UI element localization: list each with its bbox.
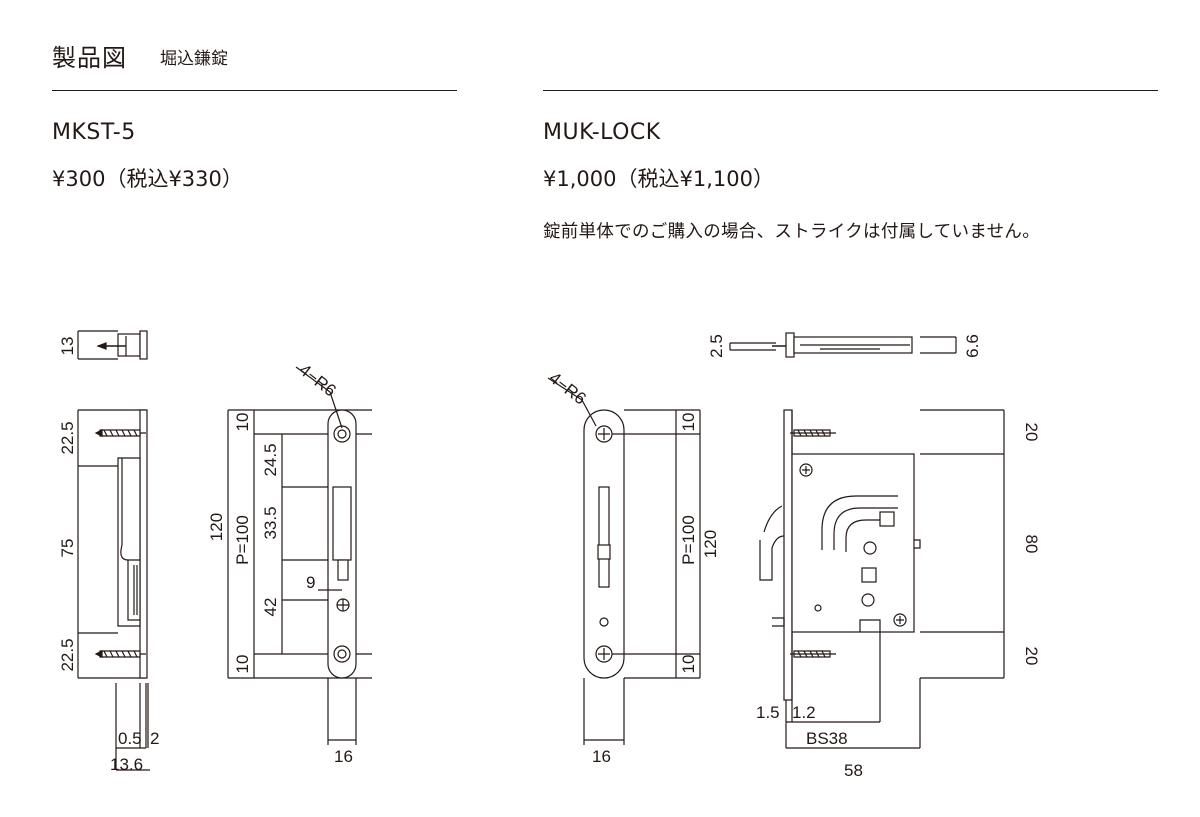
mkst5-front-total: 120 bbox=[207, 513, 226, 541]
muklock-bottom-dim-c: BS38 bbox=[806, 729, 848, 748]
muklock-plate-seg-bottom: 10 bbox=[679, 655, 698, 674]
product-model-mkst5: MKST-5 bbox=[52, 120, 136, 145]
muklock-plate-pitch: P=100 bbox=[679, 515, 698, 565]
mkst5-side-view: 22.5 75 22.5 0.5 2 13.6 bbox=[58, 409, 159, 774]
muklock-body-dim-mid: 80 bbox=[1022, 535, 1041, 554]
mkst5-front-seg-1: 10 bbox=[233, 413, 252, 432]
muklock-bottom-dim-d: 58 bbox=[844, 761, 863, 780]
muklock-top-view: 2.5 6.6 bbox=[707, 332, 982, 358]
mkst5-front-offset: 9 bbox=[306, 573, 315, 592]
muklock-body-dim-top: 20 bbox=[1022, 423, 1041, 442]
product-model-muklock: MUK-LOCK bbox=[543, 120, 661, 145]
mkst5-front-pitch: P=100 bbox=[233, 515, 252, 565]
muklock-plate-seg-top: 10 bbox=[679, 413, 698, 432]
product-price-muklock: ¥1,000（税込¥1,100） bbox=[543, 167, 774, 191]
mkst5-front-seg-5: 10 bbox=[233, 655, 252, 674]
product-price-mkst5: ¥300（税込¥330） bbox=[52, 167, 243, 191]
muklock-body-dim-bottom: 20 bbox=[1022, 647, 1041, 666]
divider-left bbox=[52, 90, 457, 91]
muklock-top-right-dim: 6.6 bbox=[963, 334, 982, 358]
muklock-strike-plate: 4−R6 10 10 P=100 120 16 bbox=[546, 368, 720, 766]
muklock-top-left-dim: 2.5 bbox=[707, 334, 726, 358]
mkst5-side-dim-bottom: 22.5 bbox=[58, 638, 77, 671]
mkst5-bottom-dim-b: 2 bbox=[150, 729, 159, 748]
muklock-bottom-dim-b: 1.2 bbox=[792, 703, 816, 722]
mkst5-front-seg-2: 24.5 bbox=[261, 443, 280, 476]
mkst5-side-dim-mid: 75 bbox=[58, 539, 77, 558]
muklock-plate-width: 16 bbox=[592, 747, 611, 766]
mkst5-bottom-dim-a: 0.5 bbox=[118, 729, 142, 748]
page-subtitle: 堀込鎌錠 bbox=[160, 49, 228, 69]
muklock-bottom-dim-a: 1.5 bbox=[756, 703, 780, 722]
mkst5-front-radius: 4−R6 bbox=[296, 360, 340, 400]
mkst5-front-width: 16 bbox=[334, 747, 353, 766]
mkst5-front-seg-4: 42 bbox=[261, 598, 280, 617]
mkst5-side-screw-bottom bbox=[94, 650, 146, 658]
product-note-muklock: 錠前単体でのご購入の場合、ストライクは付属していません。 bbox=[543, 222, 1040, 242]
mkst5-front-view: 4−R6 120 P=100 10 24.5 33.5 42 10 9 16 bbox=[207, 360, 372, 766]
mkst5-front-seg-3: 33.5 bbox=[261, 506, 280, 539]
mkst5-top-side-view: 13 bbox=[58, 330, 148, 360]
mkst5-side-screw-top bbox=[94, 429, 146, 437]
muklock-body-view: 20 80 20 1.5 1.2 BS38 58 bbox=[756, 409, 1041, 780]
divider-right bbox=[543, 90, 1158, 91]
mkst5-top-height-label: 13 bbox=[58, 337, 77, 356]
mkst5-bottom-dim-c: 13.6 bbox=[110, 755, 143, 774]
mkst5-side-dim-top: 22.5 bbox=[58, 421, 77, 454]
muklock-plate-total: 120 bbox=[701, 530, 720, 558]
page-title: 製品図 bbox=[52, 44, 127, 72]
